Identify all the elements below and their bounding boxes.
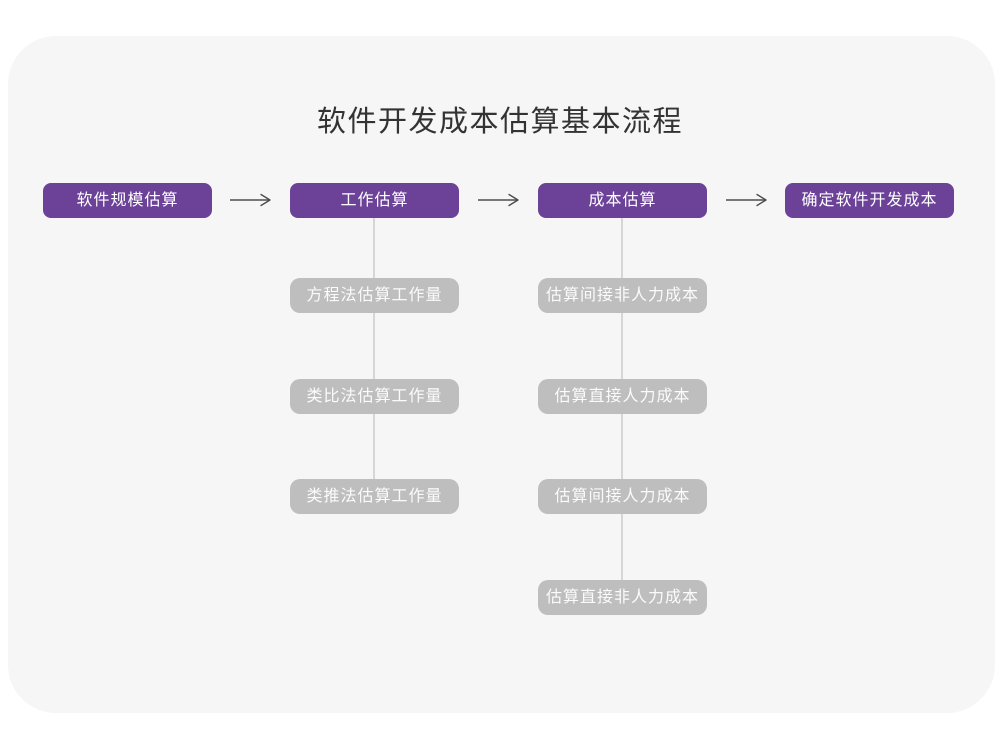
arrow-right-icon <box>478 193 519 207</box>
flowchart-card <box>8 36 995 713</box>
connector-line-work-estimation <box>373 218 375 479</box>
arrow-right-icon <box>726 193 767 207</box>
work-method-node-extrapolation: 类推法估算工作量 <box>290 479 459 514</box>
cost-item-node-indirect-nonlabor: 估算间接非人力成本 <box>538 278 707 313</box>
step-cost-estimation: 成本估算 <box>538 183 707 218</box>
work-method-node-analogy: 类比法估算工作量 <box>290 379 459 414</box>
arrow-right-icon <box>230 193 271 207</box>
work-method-node-equation: 方程法估算工作量 <box>290 278 459 313</box>
cost-item-node-direct-nonlabor: 估算直接非人力成本 <box>538 580 707 615</box>
step-work-estimation: 工作估算 <box>290 183 459 218</box>
cost-item-node-direct-labor: 估算直接人力成本 <box>538 379 707 414</box>
page-title: 软件开发成本估算基本流程 <box>316 106 683 138</box>
cost-item-node-indirect-labor: 估算间接人力成本 <box>538 479 707 514</box>
step-determine-development-cost: 确定软件开发成本 <box>785 183 954 218</box>
step-software-scale-estimation: 软件规模估算 <box>43 183 212 218</box>
